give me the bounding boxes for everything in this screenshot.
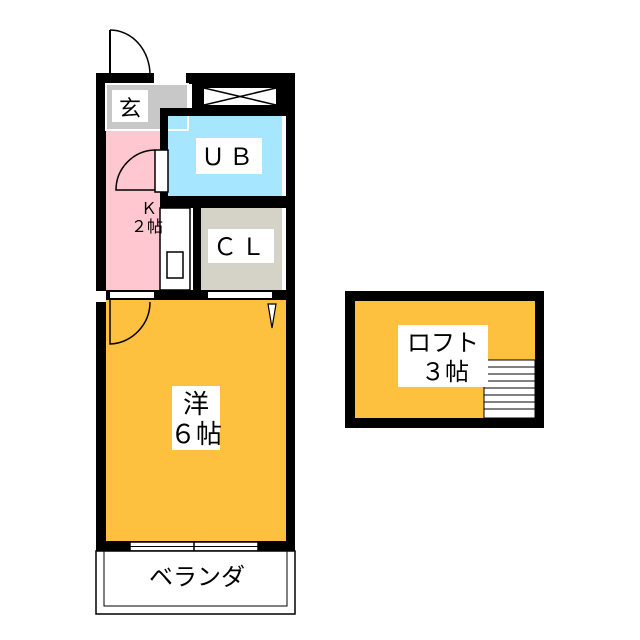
kitchen-label-line1: Ｋ [141,199,157,218]
outer-wall-top-right [186,73,294,84]
outer-wall-top-left [96,73,154,84]
western-room-label-line2: ６帖 [170,420,222,450]
western-room-door-icon [109,300,151,345]
genkan-label: 玄 [119,97,141,122]
western-room-label-line1: 洋 [183,390,209,420]
outer-wall-right [286,73,295,551]
genkan-step [105,83,189,131]
unit-bath-label: ＵＢ [201,143,257,171]
loft-ladder-icon [483,359,536,419]
outer-wall-left-upper [96,73,106,291]
loft-label-line2: ３帖 [421,358,469,386]
closet-door-marker-icon [267,303,277,329]
loft-label-line1: ロフト [407,329,479,357]
outer-wall-left-lower [96,302,106,551]
kitchen-label-line2: ２帖 [131,217,163,236]
balcony-window [129,541,259,552]
kitchen-counter [159,207,191,291]
closet-label: ＣＬ [213,233,269,261]
top-storage [192,84,286,110]
kitchen-door-icon [115,149,156,191]
room-divider-wall [106,290,193,300]
entrance-door-icon [109,29,151,76]
closet-walls [193,208,286,300]
balcony-label: ベランダ [149,563,245,591]
unit-bath-walls [154,108,286,208]
